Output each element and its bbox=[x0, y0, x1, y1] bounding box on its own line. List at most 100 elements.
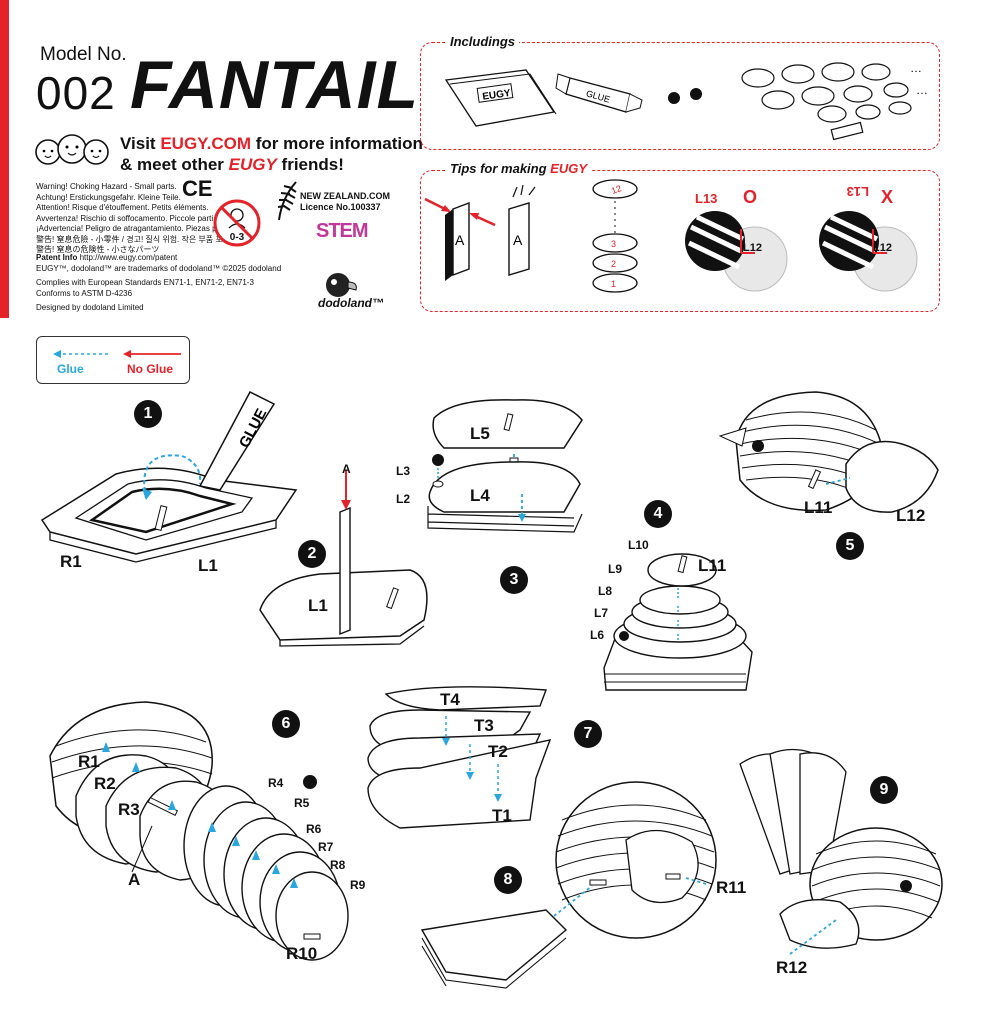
step-6-illustration bbox=[49, 701, 349, 961]
step-5-badge: 5 bbox=[836, 532, 864, 560]
part-label: R6 bbox=[306, 822, 322, 836]
step-3-illustration bbox=[427, 399, 583, 533]
step-1-illustration: GLUE bbox=[40, 391, 298, 563]
part-label: L10 bbox=[628, 538, 649, 552]
no-glue-arrow-icon bbox=[123, 350, 181, 358]
svg-text:L13: L13 bbox=[847, 184, 869, 199]
part-label: L2 bbox=[396, 492, 411, 506]
part-label: R3 bbox=[118, 800, 140, 819]
eugy-faces-icon bbox=[35, 134, 109, 165]
stem-logo: STEM bbox=[316, 220, 369, 242]
eye-bead-icon bbox=[668, 92, 680, 104]
patent-info: Patent Info http://www.eugy.com/patent E… bbox=[36, 253, 282, 312]
step-8-badge: 8 bbox=[494, 866, 522, 894]
more-dots: … bbox=[910, 61, 922, 75]
tips-title: Tips for making EUGY bbox=[446, 161, 592, 176]
correct-orientation-icon: L13 O L12 bbox=[685, 187, 788, 292]
part-label: L11 bbox=[698, 556, 727, 575]
part-label: T2 bbox=[488, 742, 508, 761]
page-title: FANTAIL bbox=[130, 47, 420, 123]
dodoland-logo: dodoland™ bbox=[318, 296, 384, 310]
visit-text: Visit EUGY.COM for more information & me… bbox=[120, 134, 423, 174]
step-3-badge: 3 bbox=[500, 566, 528, 594]
part-label: T4 bbox=[440, 690, 460, 709]
part-label: R11 bbox=[716, 878, 747, 897]
svg-text:12: 12 bbox=[610, 183, 623, 196]
svg-text:…: … bbox=[916, 83, 928, 97]
step-2-badge: 2 bbox=[298, 540, 326, 568]
part-label: L8 bbox=[598, 584, 613, 598]
legend-no-glue-label: No Glue bbox=[127, 362, 174, 376]
warning-text: Warning! Choking Hazard - Small parts.Ac… bbox=[36, 182, 250, 254]
red-side-bar bbox=[0, 0, 9, 318]
part-label: R2 bbox=[94, 774, 116, 793]
step-6-badge: 6 bbox=[272, 710, 300, 738]
step-4-badge: 4 bbox=[644, 500, 672, 528]
svg-text:3: 3 bbox=[611, 239, 616, 249]
svg-text:L13: L13 bbox=[695, 191, 717, 206]
part-label: L7 bbox=[594, 606, 609, 620]
part-label: R12 bbox=[776, 958, 808, 977]
svg-text:O: O bbox=[743, 187, 757, 207]
part-label: L4 bbox=[470, 486, 490, 505]
svg-text:EUGY: EUGY bbox=[482, 88, 512, 103]
part-label: R4 bbox=[268, 776, 284, 790]
part-label: A bbox=[342, 462, 351, 476]
step-1-badge: 1 bbox=[134, 400, 162, 428]
disc-stack-icon: 12 3 2 1 bbox=[592, 179, 638, 293]
part-label: L12 bbox=[896, 506, 926, 525]
part-label: L1 bbox=[198, 556, 218, 575]
step-5-illustration bbox=[718, 391, 939, 513]
svg-text:L12: L12 bbox=[873, 242, 892, 254]
booklet-icon: EUGY bbox=[444, 69, 557, 127]
silver-fern-icon bbox=[277, 181, 297, 221]
includings-box bbox=[420, 42, 940, 150]
part-label: R5 bbox=[294, 796, 310, 810]
tips-box bbox=[420, 170, 940, 312]
step-4-illustration bbox=[603, 553, 753, 691]
dodo-bird-icon bbox=[326, 273, 357, 297]
part-label: R1 bbox=[78, 752, 100, 771]
part-label: L11 bbox=[804, 498, 833, 517]
step-8-illustration bbox=[420, 781, 717, 989]
part-label: R7 bbox=[318, 840, 334, 854]
step-2-illustration bbox=[259, 470, 428, 647]
includings-illustration: EUGY GLUE … … bbox=[444, 61, 928, 141]
glue-arrow-icon bbox=[53, 350, 111, 358]
part-label: L3 bbox=[396, 464, 411, 478]
part-label: R1 bbox=[60, 552, 82, 571]
step-7-illustration bbox=[367, 686, 552, 829]
svg-text:2: 2 bbox=[611, 259, 616, 269]
model-label: Model No. bbox=[40, 44, 127, 65]
part-label: R8 bbox=[330, 858, 346, 872]
svg-text:A: A bbox=[455, 232, 465, 248]
part-label: L9 bbox=[608, 562, 623, 576]
step-9-badge: 9 bbox=[870, 776, 898, 804]
legend-glue-label: Glue bbox=[57, 362, 84, 376]
part-label: L5 bbox=[470, 424, 490, 443]
age-warning-icon: 0-3 bbox=[213, 199, 261, 247]
glue-tube-icon: GLUE bbox=[555, 73, 643, 113]
part-label: T3 bbox=[474, 716, 494, 735]
step-9-illustration bbox=[739, 748, 943, 955]
visit-site-link[interactable]: EUGY.COM bbox=[160, 134, 252, 153]
part-label: R9 bbox=[350, 878, 366, 892]
part-label: L1 bbox=[308, 596, 328, 615]
includings-title: Includings bbox=[446, 34, 519, 49]
svg-text:X: X bbox=[881, 187, 893, 207]
svg-text:L12: L12 bbox=[743, 242, 762, 254]
part-label: T1 bbox=[492, 806, 512, 825]
slot-piece-icon: A A bbox=[424, 184, 536, 281]
svg-text:1: 1 bbox=[611, 279, 616, 289]
ce-mark: CE bbox=[182, 176, 213, 201]
part-label: R10 bbox=[286, 944, 318, 963]
step-7-badge: 7 bbox=[574, 720, 602, 748]
model-number: 002 bbox=[36, 67, 116, 119]
paper-discs-icon bbox=[741, 62, 912, 141]
eye-bead-icon bbox=[690, 88, 702, 100]
part-label: L6 bbox=[590, 628, 605, 642]
wrong-orientation-icon: L13 X L12 bbox=[819, 184, 918, 292]
svg-text:A: A bbox=[513, 232, 523, 248]
arrow-legend: Glue No Glue bbox=[36, 336, 190, 384]
